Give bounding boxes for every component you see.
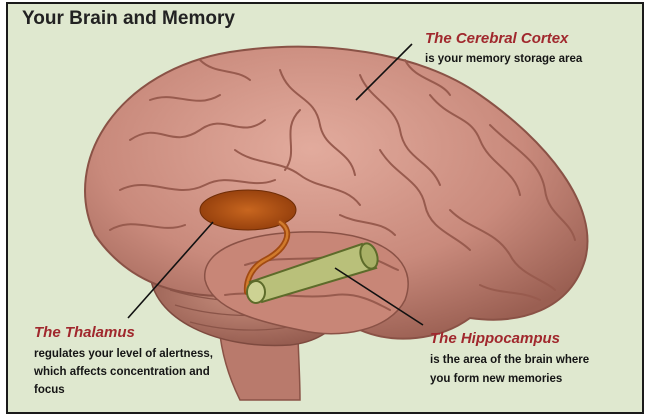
hippocampus-label: The Hippocampus [430, 330, 560, 347]
thalamus-description-line-3: focus [34, 382, 65, 399]
thalamus-label: The Thalamus [34, 324, 135, 341]
thalamus-description-line-2: which affects concentration and [34, 364, 210, 381]
diagram-title: Your Brain and Memory [22, 8, 235, 30]
cortex-description: is your memory storage area [425, 51, 582, 68]
hippocampus-description-line-2: you form new memories [430, 371, 562, 388]
cortex-label: The Cerebral Cortex [425, 30, 568, 47]
thalamus-description-line-1: regulates your level of alertness, [34, 346, 213, 363]
hippocampus-description-line-1: is the area of the brain where [430, 352, 589, 369]
